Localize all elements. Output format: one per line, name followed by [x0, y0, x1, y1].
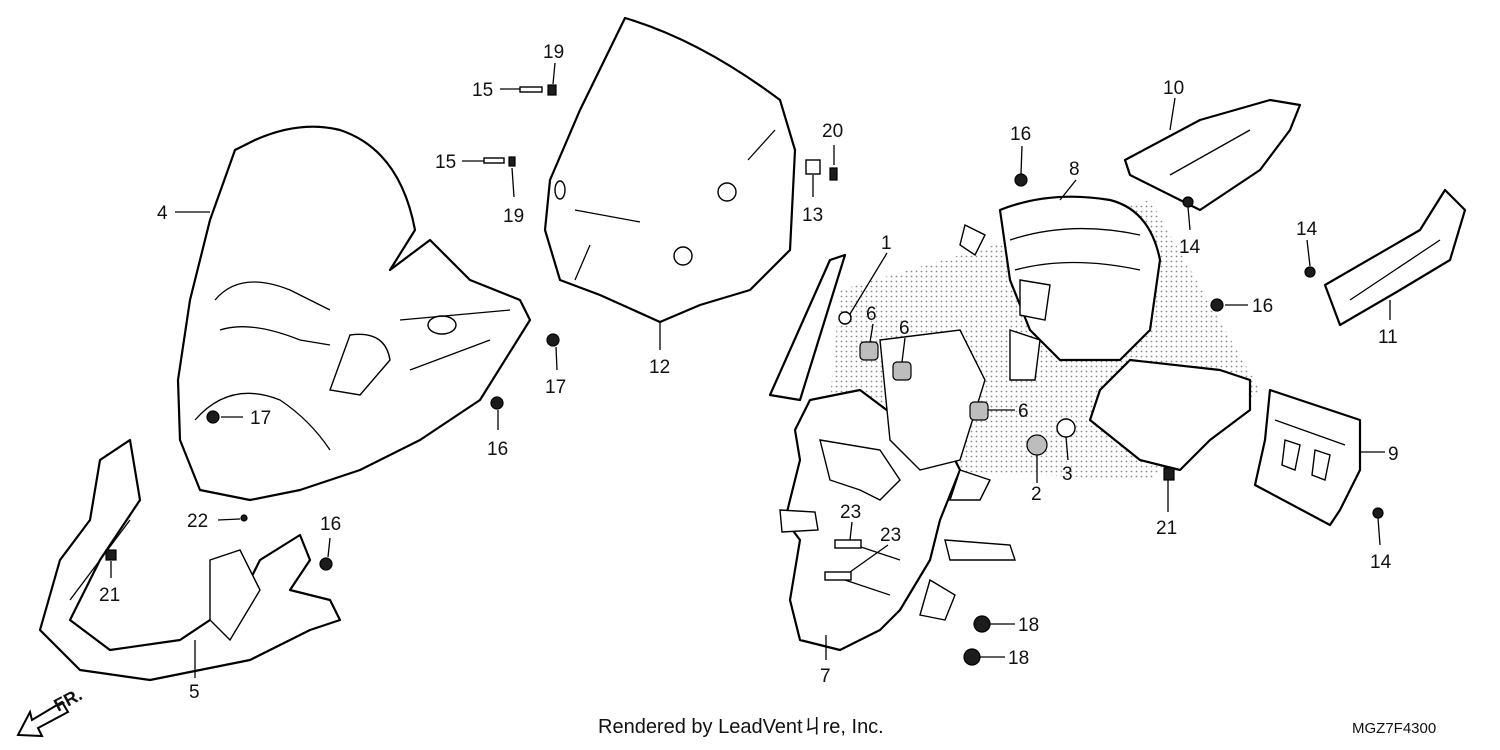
- callout-13: 13: [802, 205, 823, 226]
- callout-17: 17: [250, 408, 271, 429]
- part-12-windscreen: [543, 16, 797, 324]
- part-4-upper-cowl: [176, 125, 532, 502]
- callout-18: 18: [1018, 615, 1039, 636]
- leader-lines: [110, 62, 1391, 678]
- callout-12: 12: [649, 357, 670, 378]
- callout-21: 21: [1156, 518, 1177, 539]
- callout-23: 23: [840, 502, 861, 523]
- part-10-side-cover: [1123, 98, 1302, 212]
- callout-20: 20: [822, 121, 843, 142]
- front-direction-indicator: FR.: [16, 684, 85, 738]
- callout-19: 19: [503, 206, 524, 227]
- callout-4: 4: [157, 203, 168, 224]
- callout-22: 22: [187, 511, 208, 532]
- callout-6: 6: [1018, 401, 1029, 422]
- callout-11: 11: [1378, 327, 1398, 348]
- front-arrow-icon: [16, 700, 70, 738]
- callout-6: 6: [899, 318, 910, 339]
- callout-15: 15: [472, 80, 493, 101]
- callout-17: 17: [545, 377, 566, 398]
- callout-14: 14: [1370, 552, 1392, 573]
- callout-16: 16: [487, 439, 508, 460]
- callout-8: 8: [1069, 159, 1080, 180]
- render-credit: Rendered by LeadVentㄐre, Inc.: [598, 716, 884, 738]
- callout-23: 23: [880, 525, 901, 546]
- diagram-code: MGZ7F4300: [1352, 720, 1436, 737]
- callout-6: 6: [866, 304, 877, 325]
- callout-5: 5: [189, 682, 200, 703]
- callout-16: 16: [1010, 124, 1031, 145]
- callout-labels: 19 15 15 19 4 20 13 17 17 16 12 22 16 21…: [99, 42, 1399, 703]
- callout-21: 21: [99, 585, 120, 606]
- callout-2: 2: [1031, 484, 1042, 505]
- callout-18: 18: [1008, 648, 1029, 669]
- part-1-rail: [768, 253, 847, 402]
- callout-1: 1: [881, 233, 892, 254]
- callout-19: 19: [543, 42, 564, 63]
- part-5-lower-cowl: [38, 438, 342, 682]
- part-11-side-cover: [1323, 188, 1467, 327]
- inner-panel: [1088, 358, 1252, 472]
- callout-16: 16: [1252, 296, 1273, 317]
- callout-9: 9: [1388, 444, 1399, 465]
- callout-14: 14: [1296, 219, 1318, 240]
- part-8-meter: [959, 195, 1162, 381]
- callout-3: 3: [1062, 464, 1073, 485]
- callout-16: 16: [320, 514, 341, 535]
- callout-7: 7: [820, 666, 831, 687]
- part-9-bracket-box: [1253, 388, 1362, 527]
- callout-15: 15: [435, 152, 456, 173]
- callout-10: 10: [1163, 78, 1184, 99]
- callout-14: 14: [1179, 237, 1201, 258]
